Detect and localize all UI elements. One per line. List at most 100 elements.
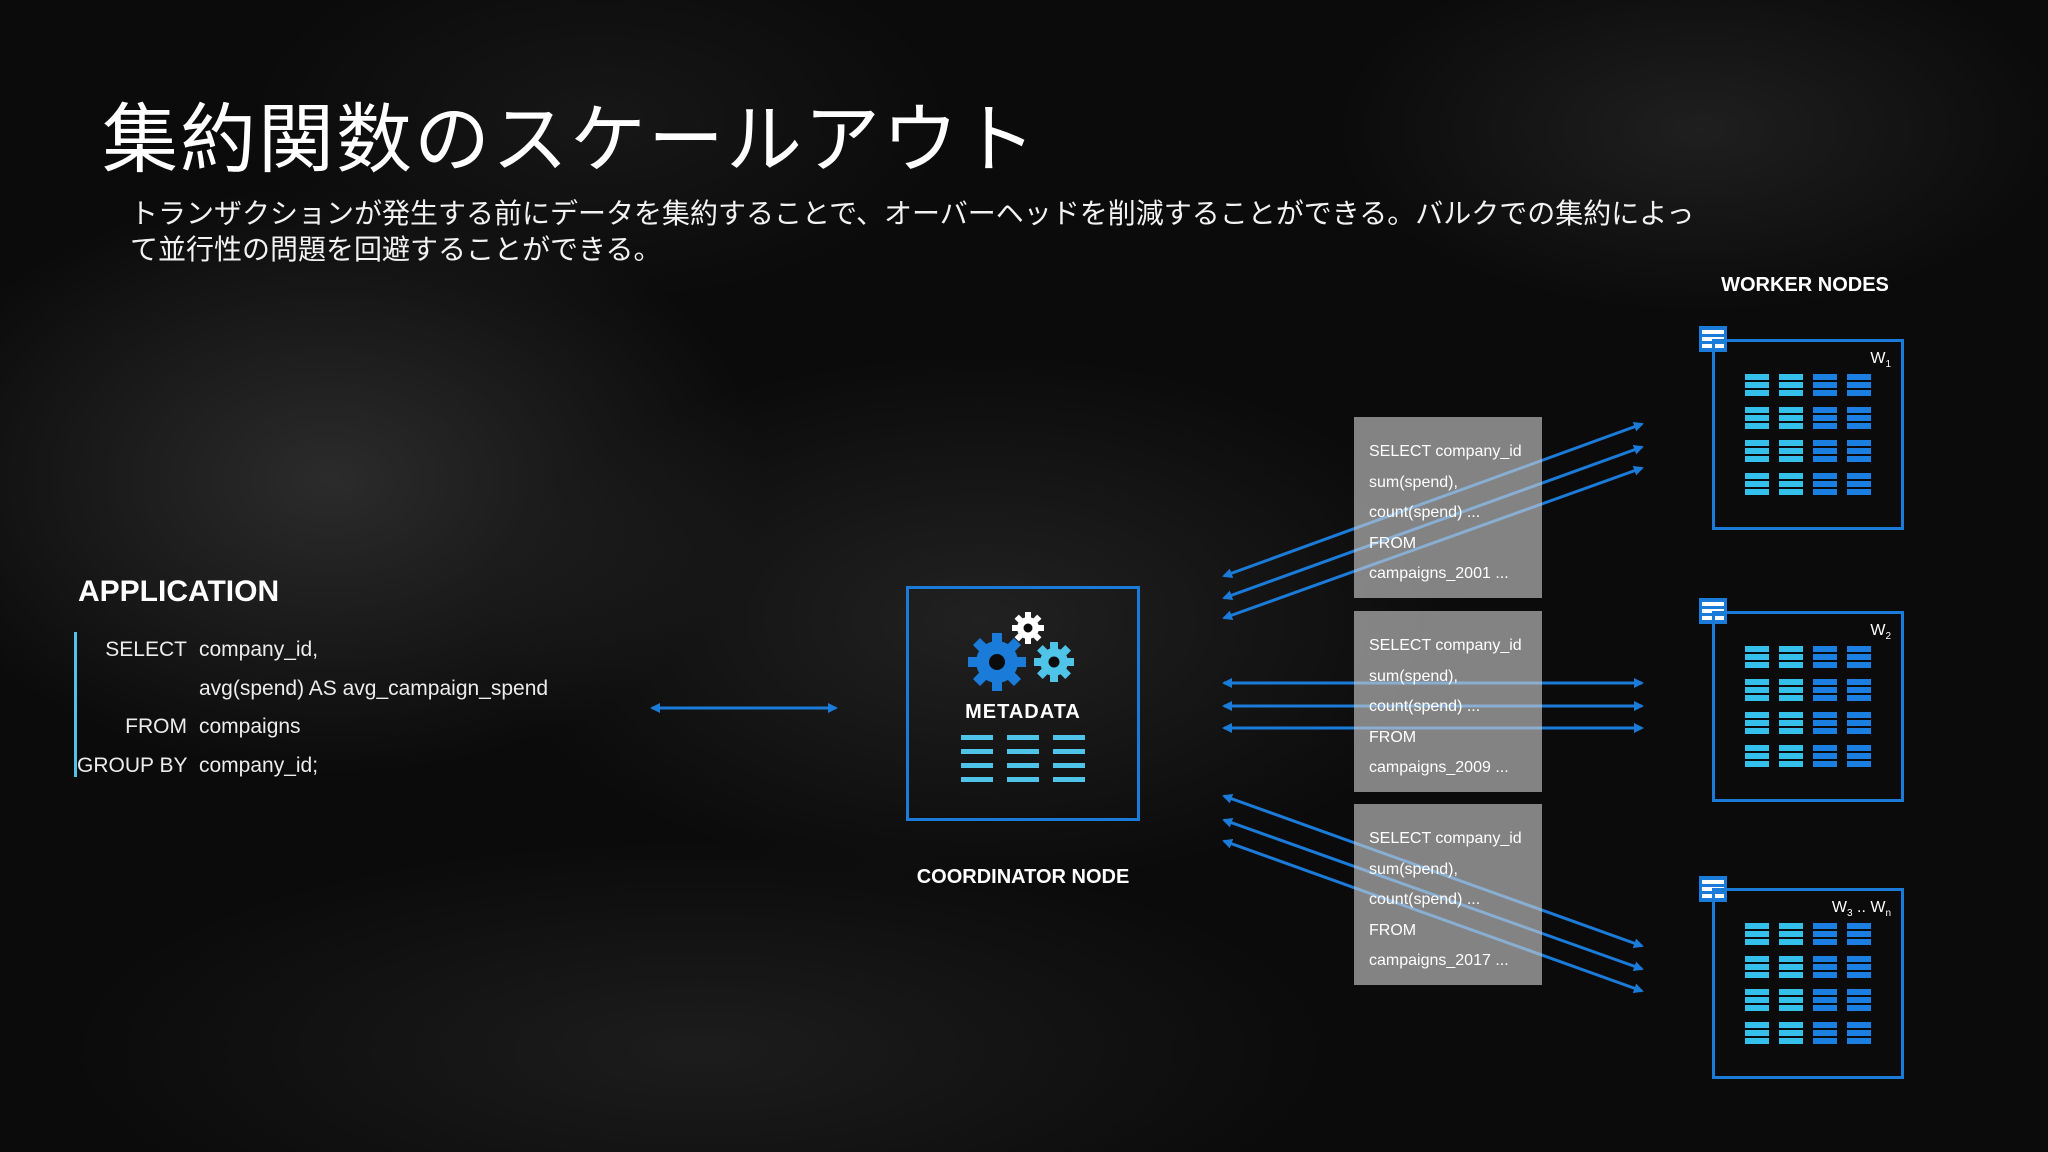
- table-cell-mark: [1813, 964, 1837, 970]
- table-cell-mark: [1745, 1038, 1769, 1044]
- query-text-line: count(spend) ...: [1369, 504, 1481, 521]
- table-cell-mark: [1779, 646, 1803, 652]
- table-cell-mark: [1813, 407, 1837, 413]
- table-cell-mark: [1847, 728, 1871, 734]
- query-text-line: campaigns_2001 ...: [1369, 565, 1509, 582]
- query-keyword: GROUP BY: [77, 753, 188, 777]
- worker-label: W2: [1870, 622, 1891, 643]
- table-cell-mark: [1847, 720, 1871, 726]
- table-cell-mark: [1745, 382, 1769, 388]
- table-cell-mark: [1779, 407, 1803, 413]
- table-cell-mark: [1779, 712, 1803, 718]
- table-cell-mark: [1813, 687, 1837, 693]
- table-cell-mark: [1745, 720, 1769, 726]
- table-cell-mark: [1779, 728, 1803, 734]
- coordinator-node-label: COORDINATOR NODE: [916, 866, 1130, 888]
- table-cell-mark: [1779, 440, 1803, 446]
- table-cell-mark: [1745, 745, 1769, 751]
- table-cell-mark: [1847, 407, 1871, 413]
- table-cell-mark: [1847, 972, 1871, 978]
- query-text-line: SELECT company_id: [1369, 443, 1522, 460]
- table-cell-mark: [1813, 1022, 1837, 1028]
- table-cell-mark: [1745, 1005, 1769, 1011]
- table-cell-mark: [1779, 1038, 1803, 1044]
- table-cell-mark: [1745, 407, 1769, 413]
- table-cell-mark: [1847, 646, 1871, 652]
- table-cell-mark: [1847, 473, 1871, 479]
- table-cell-mark: [1847, 374, 1871, 380]
- table-cell-mark: [1813, 956, 1837, 962]
- query-value: compaigns: [199, 715, 301, 738]
- table-cell-mark: [1779, 720, 1803, 726]
- table-cell-mark: [1779, 423, 1803, 429]
- fragment-query-box: SELECT company_id sum(spend), count(spen…: [1354, 804, 1542, 985]
- table-cell-mark: [1813, 481, 1837, 487]
- table-cell-mark: [1779, 964, 1803, 970]
- table-cell-mark: [1813, 473, 1837, 479]
- table-cell-mark: [1745, 646, 1769, 652]
- table-cell-mark: [1745, 687, 1769, 693]
- gears-icon: [968, 612, 1074, 691]
- table-cell-mark: [1745, 390, 1769, 396]
- metadata-label: METADATA: [965, 701, 1081, 723]
- worker-table-icon: [1745, 646, 1871, 767]
- table-cell-mark: [1779, 489, 1803, 495]
- table-cell-mark: [1779, 1005, 1803, 1011]
- table-cell-mark: [1847, 1022, 1871, 1028]
- table-cell-mark: [1813, 1038, 1837, 1044]
- table-cell-mark: [1745, 654, 1769, 660]
- table-cell-mark: [1745, 415, 1769, 421]
- table-cell-mark: [1847, 679, 1871, 685]
- table-cell-mark: [1847, 1030, 1871, 1036]
- worker-node: W2: [1712, 611, 1904, 802]
- table-cell-mark: [1847, 761, 1871, 767]
- table-cell-mark: [1847, 695, 1871, 701]
- table-cell-mark: [1745, 456, 1769, 462]
- table-cell-mark: [1745, 423, 1769, 429]
- gear-icon: [1012, 612, 1044, 644]
- table-cell-mark: [1847, 687, 1871, 693]
- table-cell-mark: [1847, 489, 1871, 495]
- table-cell-mark: [1779, 989, 1803, 995]
- table-cell-mark: [1813, 923, 1837, 929]
- table-cell-mark: [1813, 720, 1837, 726]
- table-cell-mark: [1813, 695, 1837, 701]
- worker-node: W3 .. Wn: [1712, 888, 1904, 1079]
- query-keyword: SELECT: [105, 638, 187, 661]
- table-cell-mark: [1779, 679, 1803, 685]
- table-cell-mark: [1779, 687, 1803, 693]
- query-line: GROUP BY company_id;: [77, 748, 597, 787]
- table-cell-mark: [1745, 956, 1769, 962]
- table-cell-mark: [1847, 456, 1871, 462]
- table-cell-mark: [1779, 753, 1803, 759]
- table-cell-mark: [1745, 489, 1769, 495]
- table-cell-mark: [1745, 662, 1769, 668]
- table-cell-mark: [1847, 481, 1871, 487]
- query-text-line: sum(spend),: [1369, 860, 1458, 878]
- table-cell-mark: [1813, 390, 1837, 396]
- table-cell-mark: [1745, 374, 1769, 380]
- worker-table-icon: [1745, 374, 1871, 495]
- table-cell-mark: [1779, 374, 1803, 380]
- table-cell-mark: [1745, 939, 1769, 945]
- table-cell-mark: [1745, 695, 1769, 701]
- table-cell-mark: [1847, 712, 1871, 718]
- table-cell-mark: [1847, 662, 1871, 668]
- query-value: avg(spend) AS avg_campaign_spend: [199, 676, 549, 700]
- query-line: FROM compaigns: [77, 709, 597, 748]
- table-cell-mark: [1745, 448, 1769, 454]
- table-cell-mark: [1813, 489, 1837, 495]
- table-cell-mark: [1847, 415, 1871, 421]
- table-cell-mark: [1847, 956, 1871, 962]
- table-cell-mark: [1745, 753, 1769, 759]
- table-cell-mark: [1813, 931, 1837, 937]
- table-cell-mark: [1779, 1030, 1803, 1036]
- table-cell-mark: [1813, 448, 1837, 454]
- table-cell-mark: [1813, 761, 1837, 767]
- fragment-query-box: SELECT company_id sum(spend), count(spen…: [1354, 611, 1542, 792]
- query-text-line: sum(spend),: [1369, 667, 1458, 685]
- table-cell-mark: [1745, 931, 1769, 937]
- table-cell-mark: [1813, 662, 1837, 668]
- table-cell-mark: [1779, 662, 1803, 668]
